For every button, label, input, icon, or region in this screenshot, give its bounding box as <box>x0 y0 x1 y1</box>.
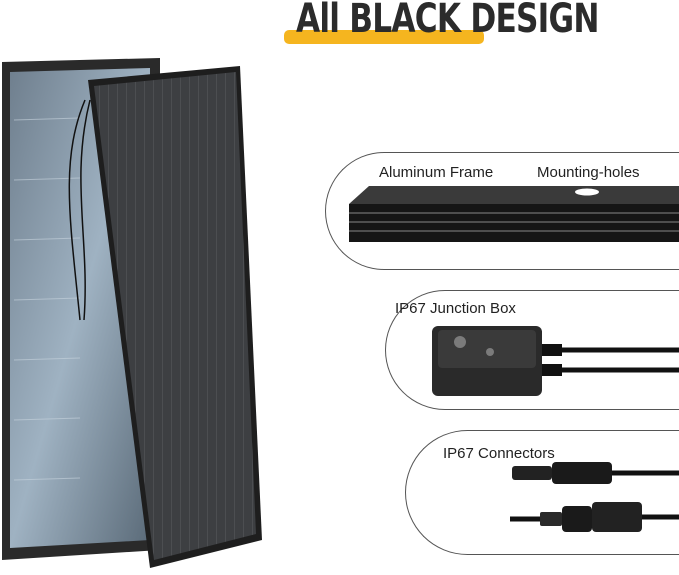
page-title: All BLACK DESIGN <box>296 0 599 42</box>
mounting-holes-label: Mounting-holes <box>537 164 640 181</box>
connectors-label: IP67 Connectors <box>443 445 555 462</box>
junction-box-image <box>432 326 679 396</box>
aluminum-frame-image <box>349 186 679 242</box>
mounting-hole <box>575 188 599 196</box>
aluminum-frame-label: Aluminum Frame <box>379 164 494 181</box>
solar-panel-image <box>2 58 262 568</box>
title-highlight <box>284 30 484 44</box>
connectors-callout <box>405 430 679 555</box>
connectors-image <box>510 462 679 532</box>
junction-box-label: IP67 Junction Box <box>395 300 516 317</box>
